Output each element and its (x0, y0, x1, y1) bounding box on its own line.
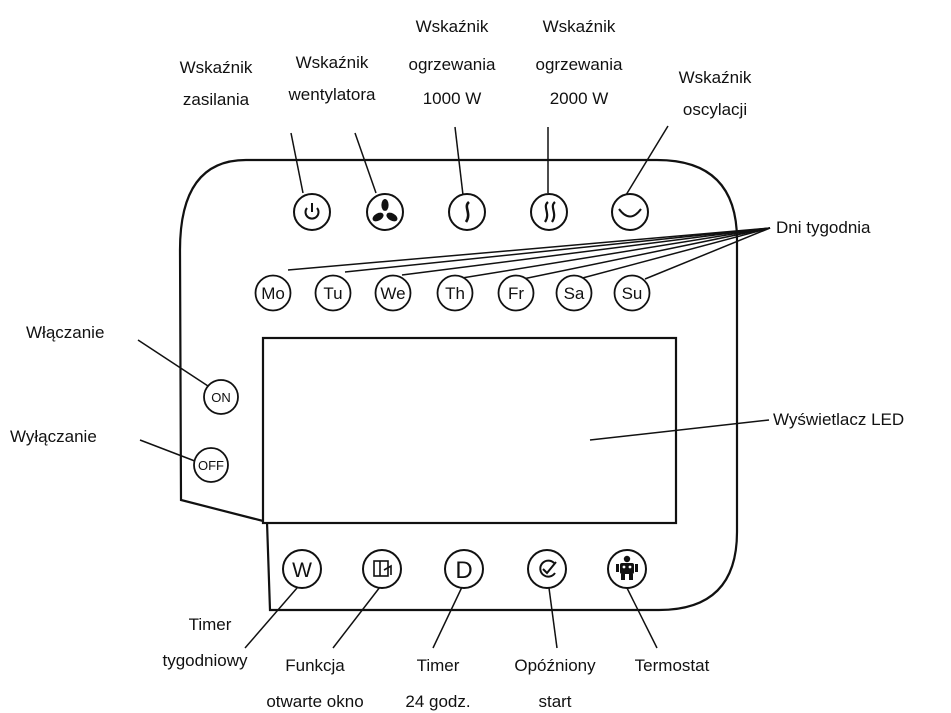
day-sa: Sa (555, 274, 593, 312)
day-fr: Fr (497, 274, 535, 312)
leader-on (137, 339, 209, 387)
svg-text:W: W (292, 559, 312, 582)
day-mo: Mo (254, 274, 292, 312)
power-indicator-label: Wskaźnik zasilania (179, 58, 253, 109)
daily-timer-button[interactable]: D (444, 549, 484, 589)
heat-1000-indicator-label: Wskaźnik ogrzewania 1000 W (408, 17, 496, 108)
delayed-start-button[interactable] (527, 549, 567, 589)
svg-text:Th: Th (445, 284, 465, 303)
fan-icon (372, 199, 398, 222)
leader-open-window (332, 586, 381, 649)
leader-oscillation (625, 125, 669, 196)
leader-day-we (401, 227, 771, 276)
leader-lines (137, 125, 771, 649)
leader-day-fr (517, 227, 771, 281)
delay-check-icon (539, 559, 557, 578)
oscillation-icon (618, 208, 642, 218)
leader-heat1000 (454, 126, 464, 196)
leader-off (139, 439, 201, 464)
heat-low-icon (464, 201, 470, 223)
led-display (261, 336, 678, 525)
off-label: Wyłączanie (10, 427, 97, 446)
svg-text:Fr: Fr (508, 284, 524, 303)
leader-day-su (644, 227, 771, 280)
day-tu: Tu (314, 274, 352, 312)
daily-timer-label: Timer 24 godz. (405, 656, 471, 711)
fan-indicator-label: Wskaźnik wentylatora (288, 53, 376, 104)
day-we: We (374, 274, 412, 312)
led-display-label: Wyświetlacz LED (773, 410, 905, 429)
window-icon (373, 560, 392, 577)
leader-day-mo (287, 227, 771, 271)
leader-power (290, 132, 304, 194)
leader-daily-timer (432, 586, 463, 649)
svg-text:D: D (455, 557, 472, 584)
leader-weekly-timer (244, 587, 298, 649)
svg-text:ON: ON (211, 390, 231, 405)
thermostat-robot-icon (616, 555, 638, 580)
delayed-start-label: Opóźniony start (514, 656, 596, 711)
on-button[interactable]: ON (203, 379, 239, 415)
heat-high-icon (544, 201, 556, 223)
leader-led (589, 419, 770, 441)
open-window-button[interactable] (362, 549, 402, 589)
heat-2000-indicator-label: Wskaźnik ogrzewania 2000 W (535, 17, 623, 108)
panel-outline (178, 158, 739, 612)
day-buttons: Mo Tu We Th Fr Sa Su (254, 274, 651, 312)
days-label: Dni tygodnia (776, 218, 871, 237)
oscillation-indicator-circle (611, 193, 649, 231)
day-th: Th (436, 274, 474, 312)
thermostat-button[interactable] (607, 549, 647, 589)
svg-text:Sa: Sa (564, 284, 585, 303)
leader-day-th (461, 227, 771, 279)
day-su: Su (613, 274, 651, 312)
leader-thermostat (626, 587, 658, 649)
leader-fan (354, 132, 377, 194)
power-icon (304, 203, 320, 220)
oscillation-indicator-label: Wskaźnik oscylacji (678, 68, 752, 119)
heat-2000-indicator-circle (530, 193, 568, 231)
weekly-timer-label: Timer tygodniowy (162, 615, 248, 670)
svg-text:Tu: Tu (323, 284, 342, 303)
weekly-timer-button[interactable]: W (282, 549, 322, 589)
svg-text:We: We (380, 284, 405, 303)
svg-text:OFF: OFF (198, 458, 224, 473)
leader-delayed-start (548, 587, 558, 649)
thermostat-label: Termostat (634, 656, 710, 675)
on-label: Włączanie (26, 323, 105, 342)
open-window-label: Funkcja otwarte okno (266, 656, 364, 711)
off-button[interactable]: OFF (193, 447, 229, 483)
leader-day-tu (344, 227, 771, 273)
leader-day-sa (574, 227, 771, 281)
svg-text:Mo: Mo (261, 284, 285, 303)
svg-text:Su: Su (622, 284, 643, 303)
